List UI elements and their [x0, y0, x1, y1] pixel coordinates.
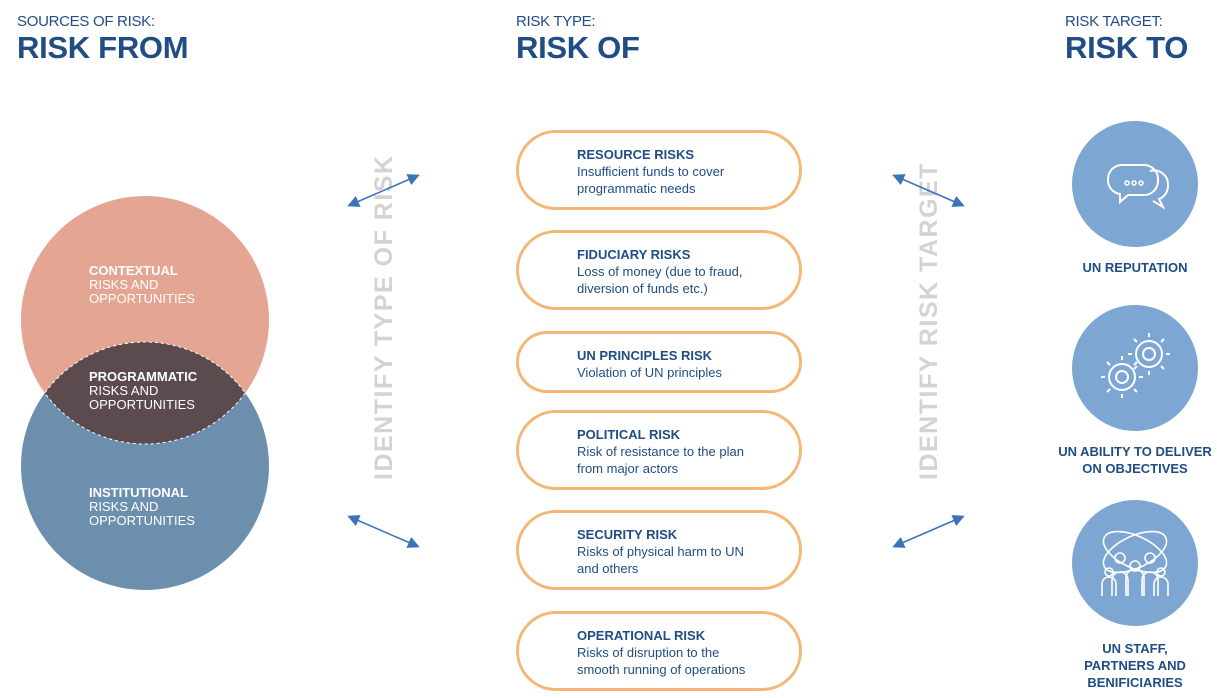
venn-diagram: CONTEXTUAL RISKS AND OPPORTUNITIES PROGR… [0, 0, 300, 693]
risk-desc: Risks of disruption to the [577, 645, 720, 660]
risk-desc: diversion of funds etc.) [577, 281, 708, 296]
gears-icon [1101, 333, 1170, 398]
risk-desc: Loss of money (due to fraud, [577, 264, 743, 279]
risk-desc: smooth running of operations [577, 662, 746, 677]
programmatic-label: PROGRAMMATIC RISKS AND OPPORTUNITIES [89, 370, 197, 412]
risk-box-political: POLITICAL RISK Risk of resistance to the… [516, 410, 802, 490]
risk-box-un-principles: UN PRINCIPLES RISK Violation of UN princ… [516, 331, 802, 393]
reputation-circle [1072, 121, 1198, 247]
risk-box-fiduciary: FIDUCIARY RISKS Loss of money (due to fr… [516, 230, 802, 310]
institutional-line2: OPPORTUNITIES [89, 513, 195, 528]
risk-desc: Risks of physical harm to UN [577, 544, 744, 559]
people-globe-icon [1101, 530, 1169, 596]
risk-title: FIDUCIARY RISKS [577, 247, 691, 262]
target-label-delivery: UN ABILITY TO DELIVER ON OBJECTIVES [1035, 443, 1217, 477]
programmatic-overlap [21, 342, 269, 444]
staff-circle [1072, 500, 1198, 626]
risk-box-security: SECURITY RISK Risks of physical harm to … [516, 510, 802, 590]
institutional-line1: RISKS AND [89, 499, 159, 514]
risk-box-operational: OPERATIONAL RISK Risks of disruption to … [516, 611, 802, 691]
target-line: ON OBJECTIVES [1082, 461, 1188, 476]
target-line: PARTNERS AND [1084, 658, 1186, 673]
target-header-big: RISK TO [1065, 30, 1189, 65]
risk-title: RESOURCE RISKS [577, 147, 695, 162]
target-label-staff: UN STAFF, PARTNERS AND BENIFICIARIES [1035, 640, 1217, 691]
contextual-title: CONTEXTUAL [89, 263, 178, 278]
type-header: RISK TYPE: RISK OF [516, 14, 640, 63]
target-line: UN REPUTATION [1082, 260, 1188, 275]
institutional-label: INSTITUTIONAL RISKS AND OPPORTUNITIES [89, 486, 195, 528]
target-header-small: RISK TARGET: [1065, 13, 1163, 30]
institutional-title: INSTITUTIONAL [89, 485, 188, 500]
identify-type-label: IDENTIFY TYPE OF RISK [370, 154, 398, 480]
target-line: BENIFICIARIES [1087, 675, 1183, 690]
contextual-line2: OPPORTUNITIES [89, 291, 195, 306]
programmatic-line2: OPPORTUNITIES [89, 397, 195, 412]
sources-header-small: SOURCES OF RISK: [17, 13, 155, 30]
risk-desc: and others [577, 561, 639, 576]
risk-box-resource: RESOURCE RISKS Insufficient funds to cov… [516, 130, 802, 210]
risk-desc: programmatic needs [577, 181, 696, 196]
risk-title: SECURITY RISK [577, 527, 678, 542]
risk-desc: from major actors [577, 461, 679, 476]
risk-title: POLITICAL RISK [577, 427, 681, 442]
target-line: UN STAFF, [1102, 641, 1168, 656]
programmatic-line1: RISKS AND [89, 383, 159, 398]
risk-title: OPERATIONAL RISK [577, 628, 706, 643]
type-header-big: RISK OF [516, 30, 640, 65]
target-label-reputation: UN REPUTATION [1035, 259, 1217, 276]
venn-svg [21, 196, 269, 590]
contextual-line1: RISKS AND [89, 277, 159, 292]
risk-desc: Risk of resistance to the plan [577, 444, 744, 459]
overlap-border-top [21, 342, 269, 445]
identify-target-label: IDENTIFY RISK TARGET [915, 162, 943, 480]
arrow-left-bottom [347, 515, 420, 548]
risk-desc: Violation of UN principles [577, 365, 722, 380]
arrow-right-bottom [892, 515, 965, 548]
type-header-small: RISK TYPE: [516, 13, 596, 30]
delivery-circle [1072, 305, 1198, 431]
target-line: UN ABILITY TO DELIVER [1058, 444, 1212, 459]
overlap-border-bottom [21, 341, 269, 444]
programmatic-title: PROGRAMMATIC [89, 369, 198, 384]
risk-title: UN PRINCIPLES RISK [577, 348, 713, 363]
sources-header-big: RISK FROM [17, 30, 189, 65]
sources-header: SOURCES OF RISK: RISK FROM [17, 13, 189, 65]
target-header: RISK TARGET: RISK TO [1065, 14, 1188, 63]
speech-bubbles-icon [1107, 164, 1169, 210]
risk-desc: Insufficient funds to cover [577, 164, 725, 179]
contextual-label: CONTEXTUAL RISKS AND OPPORTUNITIES [89, 264, 195, 306]
